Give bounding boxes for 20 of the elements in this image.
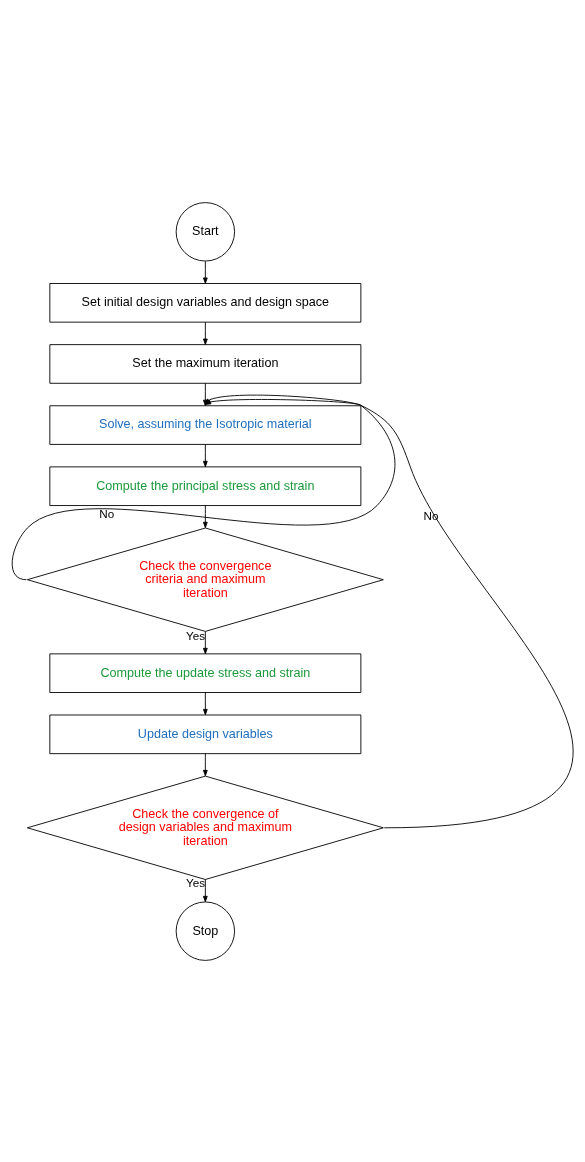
node-circle: Stop xyxy=(175,901,235,961)
arrow xyxy=(203,630,208,654)
arrow xyxy=(203,504,208,528)
arrow xyxy=(203,878,208,902)
arrow xyxy=(203,321,208,345)
node-box: Update design variables xyxy=(49,714,362,754)
node-box: Compute the update stress and strain xyxy=(49,652,362,693)
arrow xyxy=(203,752,208,776)
arrow xyxy=(203,443,208,467)
edge-label: No xyxy=(423,508,439,522)
node-box: Compute the principal stress and strain xyxy=(49,465,362,506)
node-diamond: Check the convergence criteria and maximum iteration xyxy=(26,527,384,632)
node-diamond: Check the convergence of design variables and maximum iteration xyxy=(26,775,384,880)
node-box: Set initial design variables and design space xyxy=(49,282,362,323)
arrow xyxy=(203,260,208,284)
arrow xyxy=(203,691,208,715)
node-box: Set the maximum iteration xyxy=(49,343,362,384)
node-circle: Start xyxy=(175,201,235,261)
edge-label: No xyxy=(99,506,115,520)
node-box: Solve, assuming the Isotropic material xyxy=(49,404,362,445)
